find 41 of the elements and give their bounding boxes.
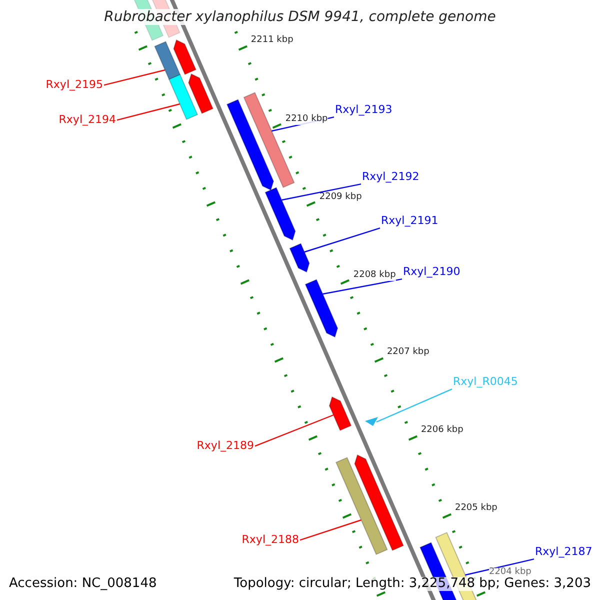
- gene-label: Rxyl_2191: [381, 215, 438, 228]
- leader-line: [465, 558, 534, 576]
- leader-line: [116, 103, 180, 121]
- scale-label: 2204 kbp: [488, 568, 532, 578]
- gene-label: Rxyl_2192: [362, 171, 420, 184]
- gene-segment: [289, 242, 310, 273]
- gene-segment: [264, 186, 296, 241]
- footer-text: Topology: circular; Length: 3,225,748 bp; Genes: 3,203: [234, 576, 591, 591]
- scale-label: 2207 kbp: [386, 348, 430, 358]
- gene-segment: [304, 278, 338, 338]
- trna-marker: [365, 417, 378, 426]
- leader-line: [304, 228, 380, 253]
- gene-label: Rxyl_2188: [242, 534, 299, 546]
- leader-line: [282, 184, 362, 201]
- gene-label: Rxyl_2194: [58, 114, 116, 126]
- gene-bar: [154, 40, 181, 80]
- footer-text: Accession: NC_008148: [9, 576, 157, 591]
- scale-label: 2209 kbp: [319, 193, 362, 203]
- leader-line: [300, 519, 362, 541]
- gene-bar: [335, 456, 388, 556]
- gene-label: Rxyl_2187: [535, 546, 592, 558]
- scale-label: 2205 kbp: [454, 504, 498, 514]
- gene-label: Rxyl_2189: [196, 440, 254, 452]
- scale-label: 2211 kbp: [250, 36, 294, 46]
- gene-segment: [188, 73, 214, 114]
- gene-label: Rxyl_2190: [403, 266, 460, 278]
- gene-segment: [354, 454, 404, 552]
- leader-line: [254, 414, 334, 447]
- scale-label: 2210 kbp: [285, 115, 328, 125]
- gene-label: Rxyl_2193: [335, 104, 392, 116]
- leader-line: [322, 278, 402, 295]
- title: Rubrobacter xylanophilus DSM 9941, complete genome: [104, 9, 496, 25]
- gene-segment: [226, 98, 274, 191]
- scale-label: 2206 kbp: [420, 426, 464, 436]
- gene-label: Rxyl_2195: [46, 79, 103, 92]
- gene-segment: [173, 39, 197, 76]
- gene-segment: [328, 396, 352, 432]
- leader-line: [376, 388, 452, 423]
- gene-label: Rxyl_R0045: [453, 376, 518, 388]
- scale-label: 2208 kbp: [353, 271, 396, 281]
- gene-bar: [168, 74, 198, 120]
